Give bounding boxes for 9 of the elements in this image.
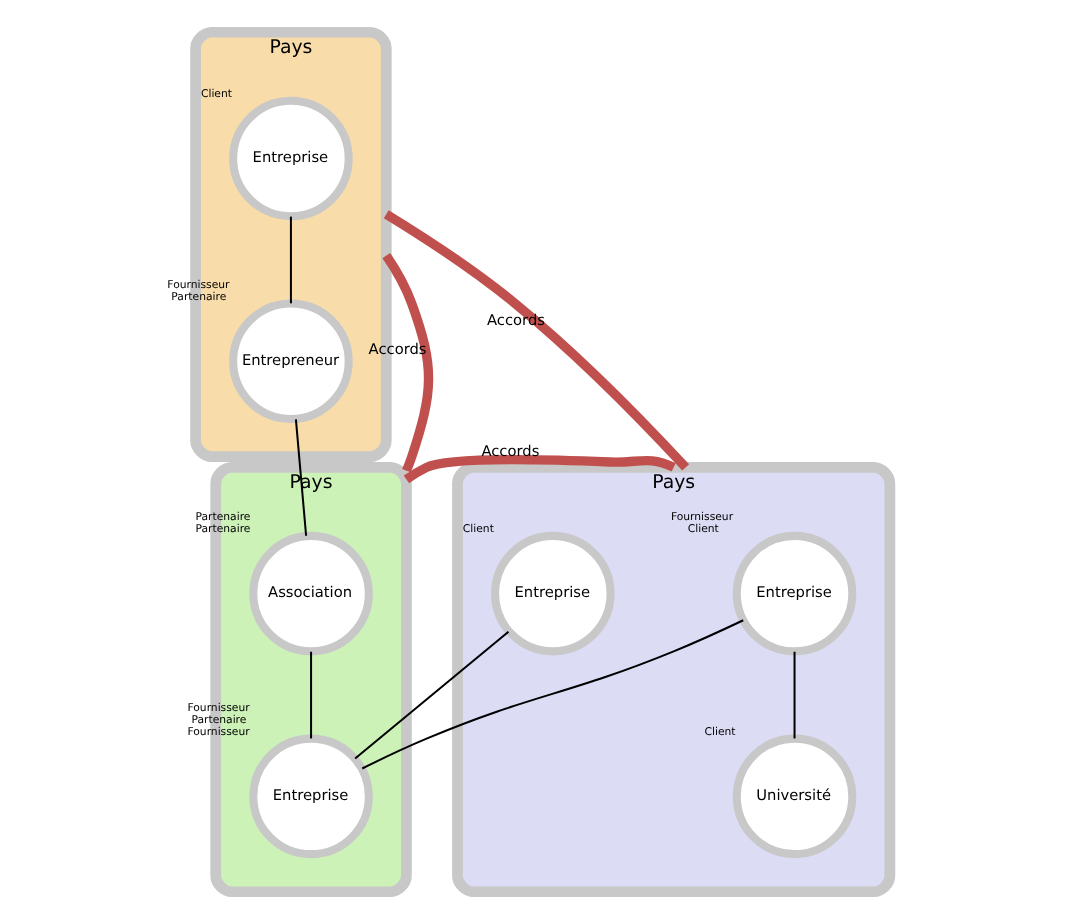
connector — [382, 252, 434, 473]
connector — [383, 210, 690, 471]
connector — [294, 419, 308, 536]
connector — [289, 216, 292, 304]
connector — [793, 651, 796, 739]
connector — [361, 619, 744, 770]
connector — [310, 651, 313, 739]
connector — [403, 455, 676, 484]
connector — [354, 630, 510, 760]
